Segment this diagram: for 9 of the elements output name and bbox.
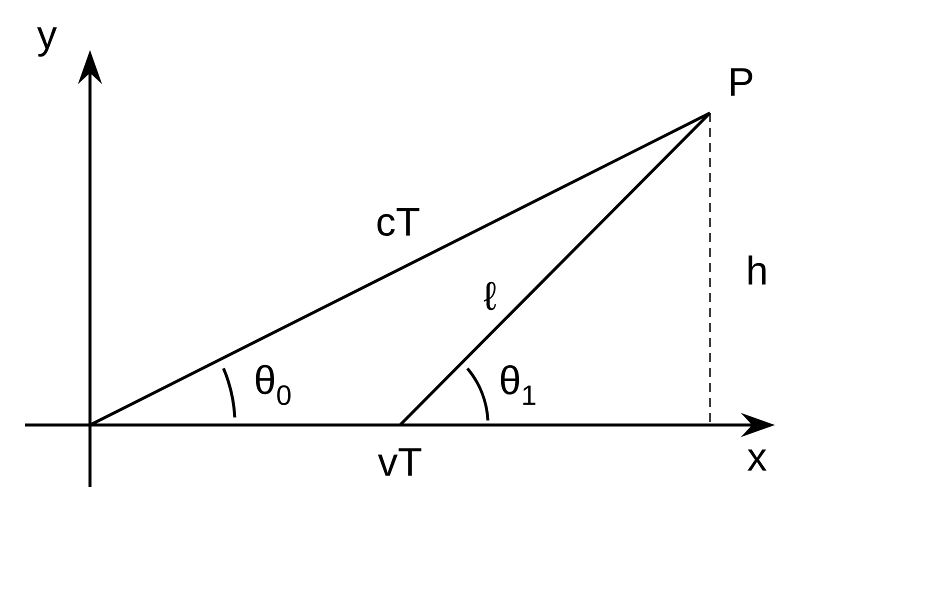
segment-label: h [748,256,766,284]
angle-label: θ$_{1}$ [500,365,536,405]
segment-label: cT [377,208,420,236]
axis-label: x [747,449,767,471]
segment-label: ℓ [484,282,496,310]
axis-label: y [37,27,57,57]
point-label: P [730,68,752,96]
segment-label: vT [378,448,422,476]
angle-label: θ$_{0}$ [256,364,291,406]
